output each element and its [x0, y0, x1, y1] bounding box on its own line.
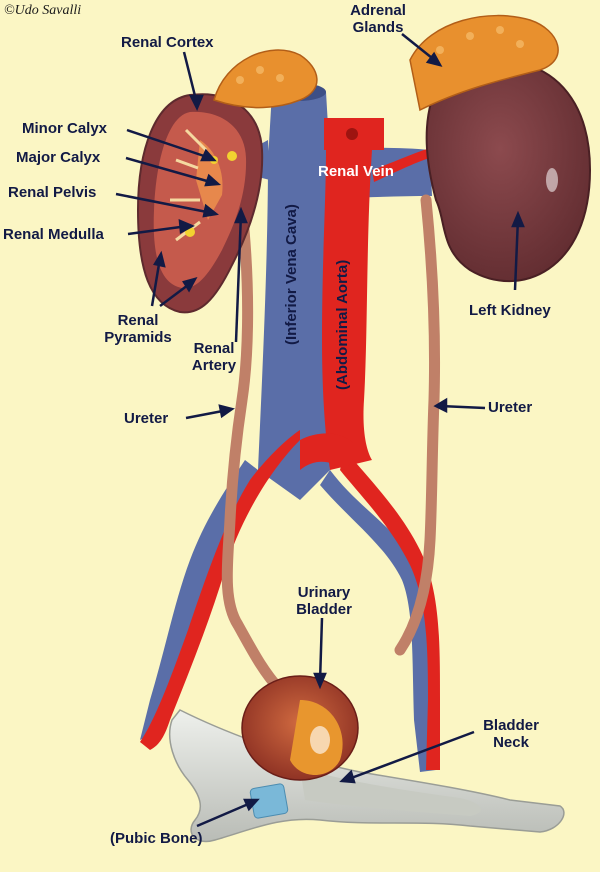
label-adrenal-glands-line1: Adrenal: [350, 2, 406, 19]
label-urinary-bladder-line2: Bladder: [296, 601, 352, 618]
label-renal-artery-line2: Artery: [191, 357, 237, 374]
label-renal-artery: Renal Artery: [184, 340, 244, 374]
urinary-bladder: [241, 675, 359, 781]
iliac-arteries: [140, 430, 440, 770]
label-abdominal-aorta: (Abdominal Aorta): [334, 259, 351, 390]
label-renal-pelvis: Renal Pelvis: [8, 184, 97, 201]
label-renal-pyramids-line2: Pyramids: [104, 329, 172, 346]
label-ureter-left: Ureter: [124, 410, 169, 427]
photo-credit: ©Udo Savalli: [4, 3, 82, 18]
label-urinary-bladder: Urinary Bladder: [286, 584, 362, 618]
label-renal-vein: Renal Vein: [318, 163, 394, 180]
label-major-calyx: Major Calyx: [16, 149, 101, 166]
abdominal-aorta: [322, 118, 432, 470]
label-renal-medulla: Renal Medulla: [3, 226, 104, 243]
ureters: [221, 194, 441, 696]
label-left-kidney: Left Kidney: [469, 302, 551, 319]
label-minor-calyx: Minor Calyx: [22, 120, 108, 137]
label-bladder-neck-line2: Neck: [493, 734, 529, 751]
label-renal-pyramids: Renal Pyramids: [96, 312, 180, 346]
label-adrenal-glands-line2: Glands: [352, 19, 404, 36]
label-pubic-bone: (Pubic Bone): [110, 830, 203, 847]
adrenal-glands: [213, 14, 559, 112]
label-adrenal-glands: Adrenal Glands: [338, 2, 418, 36]
label-bladder-neck: Bladder Neck: [474, 717, 548, 751]
label-renal-artery-line1: Renal: [193, 340, 235, 357]
label-inferior-vena-cava: (Inferior Vena Cava): [283, 204, 300, 345]
pointer-arrows: [115, 33, 525, 828]
label-urinary-bladder-line1: Urinary: [297, 584, 351, 601]
label-renal-cortex: Renal Cortex: [121, 34, 214, 51]
label-ureter-right: Ureter: [488, 399, 533, 416]
label-renal-pyramids-line1: Renal: [117, 312, 159, 329]
label-bladder-neck-line1: Bladder: [483, 717, 539, 734]
